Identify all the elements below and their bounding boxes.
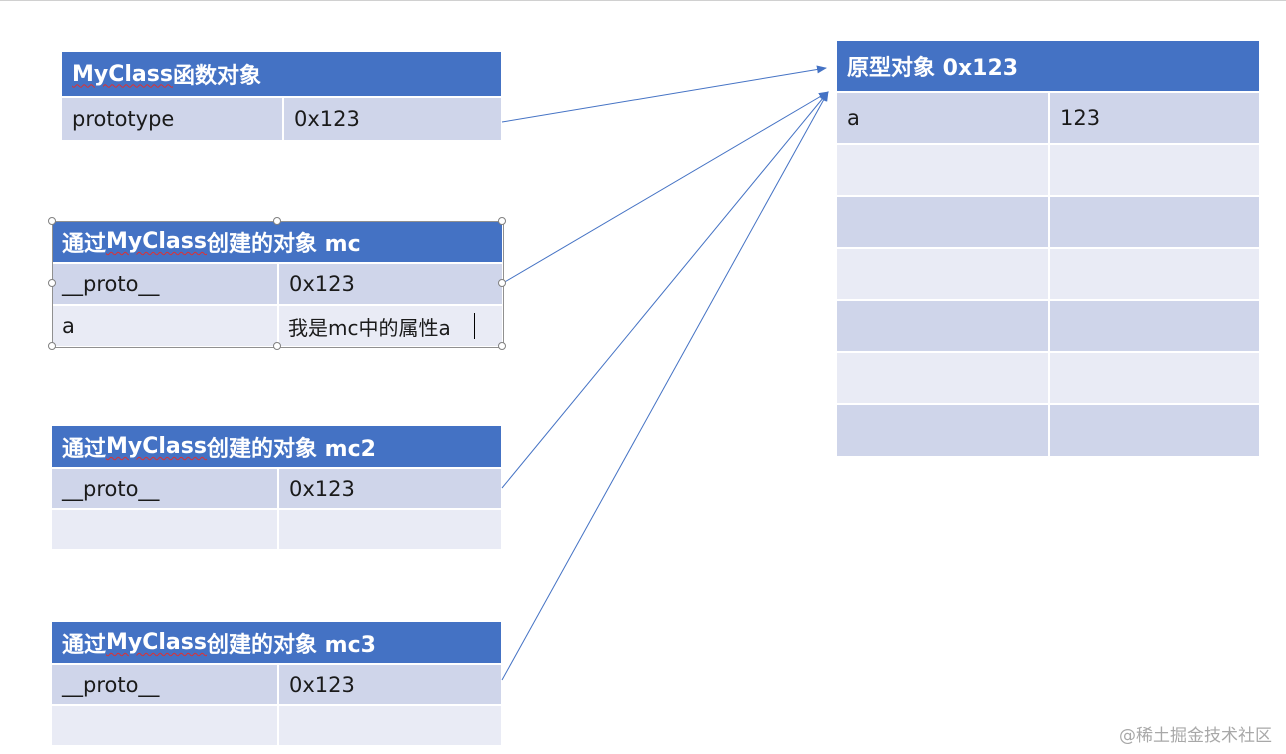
table-row [837,403,1259,456]
row-value [1048,301,1259,351]
row-key [837,197,1048,247]
row-value: 0x123 [277,665,501,704]
row-value [1048,353,1259,403]
arrow-mc3-to-prototype [501,91,829,681]
row-key: a [62,314,75,338]
instance-mc2-title-post: 创建的对象 mc2 [206,436,376,462]
row-value: 0x123 [282,98,501,140]
top-rule [0,0,1286,1]
row-value [277,510,501,549]
resize-handle-middle-left[interactable] [48,279,56,287]
table-row [837,247,1259,299]
row-key [837,353,1048,403]
resize-handle-bottom-middle[interactable] [273,342,281,350]
resize-handle-top-left[interactable] [48,217,56,225]
resize-handle-top-right[interactable] [498,217,506,225]
instance-mc3-title-class: MyClass [106,630,207,655]
instance-mc2-title-class: MyClass [106,434,207,459]
row-key [837,249,1048,299]
table-row [837,195,1259,247]
row-value: 0x123 [277,469,501,508]
row-key: __proto__ [62,272,160,296]
instance-mc2-title-pre: 通过 [62,436,107,462]
watermark: @稀土掘金技术社区 [1119,726,1272,746]
class-object-title-class: MyClass [72,61,173,87]
row-key: prototype [72,107,175,131]
resize-handle-bottom-right[interactable] [498,342,506,350]
row-key: __proto__ [62,476,160,501]
row-key [52,706,277,745]
row-value [1048,405,1259,456]
table-row [837,351,1259,403]
row-value [1048,197,1259,247]
row-key: __proto__ [62,672,160,697]
table-row: __proto__ 0x123 [52,262,502,304]
table-row: __proto__ 0x123 [52,663,501,704]
table-row [52,508,501,549]
row-value [1048,249,1259,299]
instance-mc-title-post: 创建的对象 mc [206,231,361,257]
instance-mc3-title-post: 创建的对象 mc3 [206,632,376,658]
row-value [1048,145,1259,195]
table-row: a 123 [837,91,1259,143]
resize-handle-middle-right[interactable] [498,279,506,287]
prototype-object-table[interactable]: 原型对象 0x123 a 123 [837,41,1259,456]
prototype-object-header: 原型对象 0x123 [837,41,1259,91]
row-key [837,301,1048,351]
row-value: 0x123 [277,264,502,304]
text-caret [474,313,475,339]
instance-mc3-title-pre: 通过 [62,632,107,658]
resize-handle-top-middle[interactable] [273,217,281,225]
resize-handle-bottom-left[interactable] [48,342,56,350]
instance-mc-title-class: MyClass [106,229,207,254]
arrow-class-to-prototype [501,65,827,123]
table-row: prototype 0x123 [62,96,501,140]
table-row [837,299,1259,351]
row-key: a [847,106,860,130]
row-key [837,145,1048,195]
row-key [837,405,1048,456]
instance-mc-title-pre: 通过 [62,231,107,257]
arrow-mc-to-prototype [502,91,829,284]
row-value [277,706,501,745]
row-key [52,510,277,549]
row-value: 123 [1048,93,1259,143]
table-row: __proto__ 0x123 [52,467,501,508]
table-row [837,143,1259,195]
class-object-title-suffix: 函数对象 [172,64,261,89]
row-value: 我是mc中的属性a [277,306,502,346]
table-row [52,704,501,745]
arrow-mc2-to-prototype [501,91,829,489]
table-row: a 我是mc中的属性a [52,304,502,346]
